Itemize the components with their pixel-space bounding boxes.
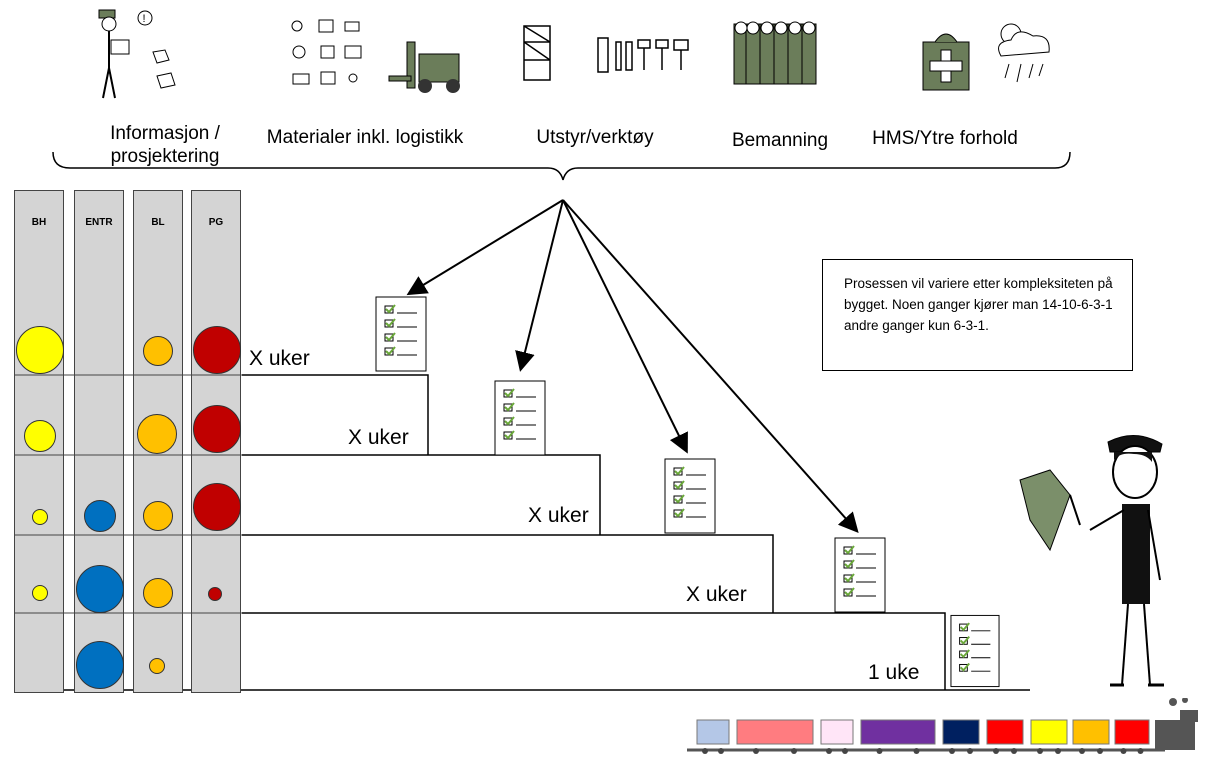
pg-circle-row-4 — [208, 587, 222, 601]
column-entr: ENTR — [74, 190, 124, 693]
train-car — [736, 719, 814, 745]
entr-circle-row-5 — [76, 641, 124, 689]
train-wheel — [993, 748, 999, 754]
train-wheel — [791, 748, 797, 754]
engineer-with-documents-icon: ! — [93, 6, 193, 106]
train-car — [986, 719, 1024, 745]
train-wheel — [913, 748, 920, 754]
category-label-materials: Materialer inkl. logistikk — [266, 127, 464, 148]
process-note: Prosessen vil variere etter kompleksitet… — [822, 259, 1133, 371]
train-wheel — [876, 748, 883, 754]
checklist-icon — [834, 537, 886, 613]
train-wheel — [1079, 748, 1085, 754]
scaffold-tools-icon — [518, 22, 698, 84]
train-car — [696, 719, 730, 745]
train-icon — [685, 697, 1209, 758]
column-header-pg: PG — [208, 217, 224, 228]
train-wheel — [1137, 748, 1144, 754]
step-line-3 — [242, 534, 774, 613]
train-wheel — [949, 748, 955, 754]
first-aid-weather-icon — [915, 6, 1065, 106]
bl-circle-row-4 — [143, 578, 173, 608]
train-wheel — [826, 748, 832, 754]
step-line-4 — [242, 612, 946, 690]
workers-group-icon — [730, 12, 820, 100]
category-label-equipment: Utstyr/verktøy — [536, 127, 654, 148]
conductor-with-flag-icon — [1010, 430, 1195, 692]
train-car — [1030, 719, 1068, 745]
arrow-to-step-3 — [562, 199, 688, 454]
category-label-hms: HMS/Ytre forhold — [872, 128, 1018, 149]
train-car — [1072, 719, 1110, 745]
pg-circle-row-2 — [193, 405, 241, 453]
train-wheel — [1011, 748, 1017, 754]
category-label-information: Informasjon / prosjektering — [110, 123, 220, 167]
bl-circle-row-2 — [137, 414, 177, 454]
column-header-bh: BH — [31, 217, 47, 228]
bh-circle-row-4 — [32, 585, 48, 601]
bl-circle-row-1 — [143, 336, 173, 366]
checklist-icon — [950, 614, 1000, 688]
column-header-entr: ENTR — [85, 217, 113, 228]
train-wheel — [702, 748, 708, 754]
step-label-3: X uker — [528, 504, 589, 527]
step-label-5: 1 uke — [868, 661, 920, 684]
curly-brace — [52, 151, 1071, 181]
pg-circle-row-3 — [193, 483, 241, 531]
train-car — [860, 719, 936, 745]
bl-circle-row-3 — [143, 501, 173, 531]
arrow-to-step-4 — [562, 199, 859, 533]
pg-circle-row-1 — [193, 326, 241, 374]
bh-circle-row-2 — [24, 420, 56, 452]
step-line-2 — [242, 454, 601, 535]
category-label-staffing: Bemanning — [731, 130, 829, 151]
step-label-1: X uker — [249, 347, 310, 370]
step-label-4: X uker — [686, 583, 747, 606]
checklist-icon — [375, 296, 427, 372]
train-wheel — [967, 748, 973, 754]
train-car — [1114, 719, 1150, 745]
entr-circle-row-3 — [84, 500, 116, 532]
train-wheel — [1055, 748, 1061, 754]
arrow-to-step-2 — [515, 199, 564, 372]
bl-circle-row-5 — [149, 658, 165, 674]
checklist-icon — [664, 458, 716, 534]
step-label-2: X uker — [348, 426, 409, 449]
train-wheel — [718, 748, 724, 754]
train-wheel — [753, 748, 759, 754]
checklist-icon — [494, 380, 546, 456]
train-wheel — [1120, 748, 1127, 754]
bh-circle-row-1 — [16, 326, 64, 374]
entr-circle-row-4 — [76, 565, 124, 613]
train-wheel — [1097, 748, 1103, 754]
svg-text:!: ! — [143, 13, 146, 25]
bh-circle-row-3 — [32, 509, 48, 525]
column-header-bl: BL — [151, 217, 165, 228]
materials-forklift-icon — [285, 18, 470, 98]
train-car — [942, 719, 980, 745]
train-wheel — [842, 748, 848, 754]
step-line-1 — [242, 374, 429, 455]
train-wheel — [1037, 748, 1043, 754]
train-car — [820, 719, 854, 745]
arrow-to-step-1 — [406, 199, 564, 296]
